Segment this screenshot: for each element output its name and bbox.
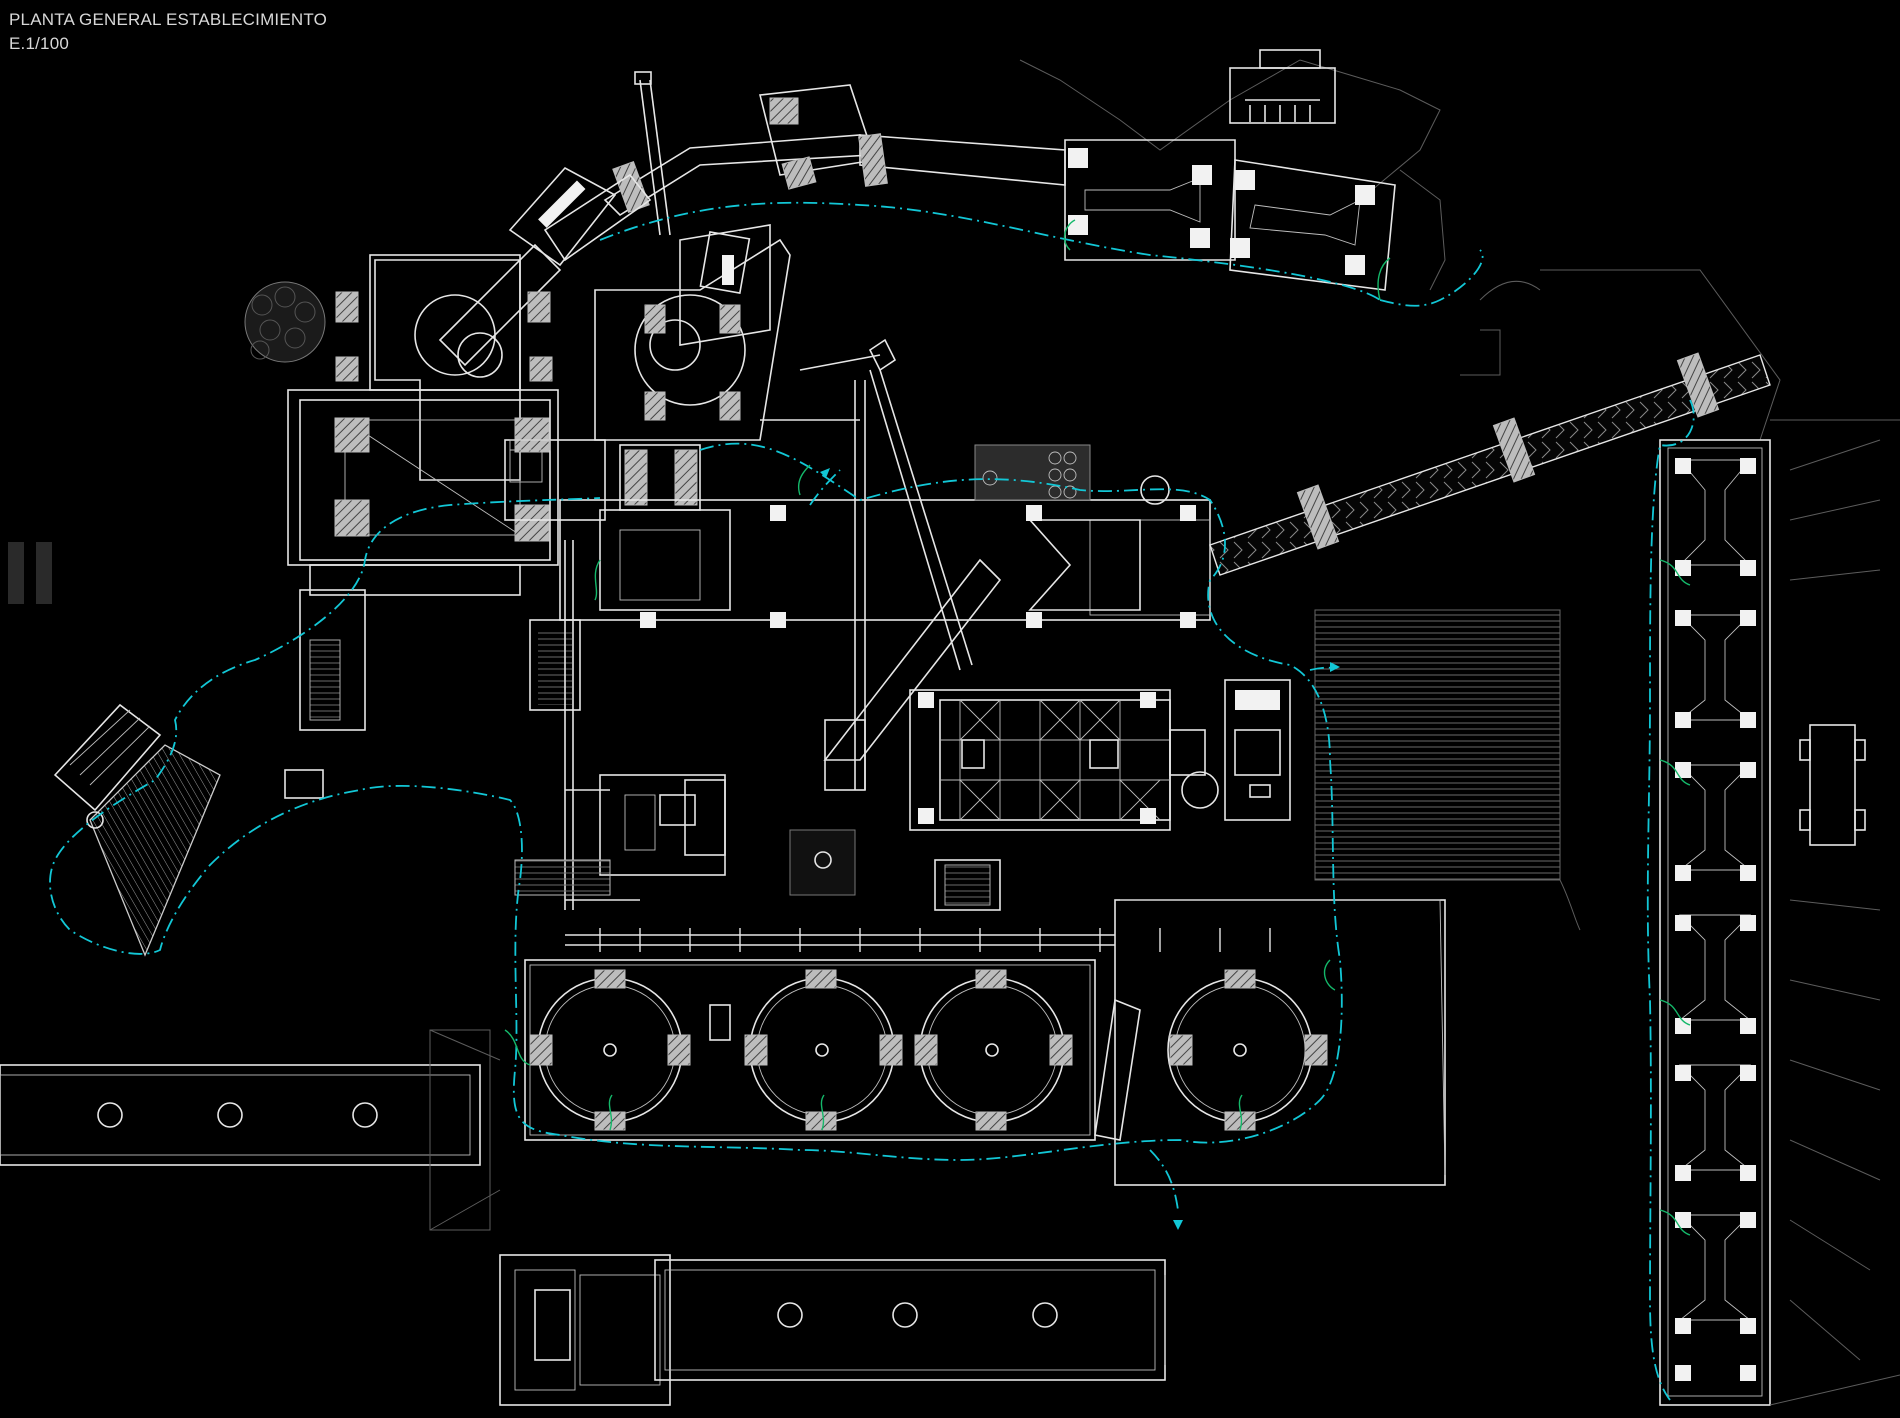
edge-marker xyxy=(8,542,52,604)
pipe-fittings xyxy=(599,928,1271,952)
right-gallery xyxy=(1659,439,1771,1406)
fermenter-grid xyxy=(909,689,1171,831)
inclined-conveyor xyxy=(1209,352,1771,576)
drainage-network xyxy=(49,201,1695,1401)
flow-arrow-icon xyxy=(820,468,1340,1230)
top-conveyor-line xyxy=(603,84,1396,291)
tank-hall xyxy=(524,899,1446,1186)
pipe-columns xyxy=(564,338,1002,910)
right-terrain xyxy=(1769,419,1900,1406)
gravel-cluster xyxy=(244,281,326,363)
deck-area xyxy=(1314,609,1581,931)
truck-top xyxy=(1229,49,1336,124)
drawing-scale: E.1/100 xyxy=(9,34,70,53)
title-block: PLANTA GENERAL ESTABLECIMIENTO E.1/100 xyxy=(9,8,327,56)
crusher-area xyxy=(504,224,791,521)
tanker-bottom xyxy=(499,1254,1166,1406)
tanker-left xyxy=(0,1029,501,1231)
center-equipment xyxy=(514,774,1001,911)
process-hall xyxy=(529,444,1211,711)
drawing-title: PLANTA GENERAL ESTABLECIMIENTO xyxy=(9,10,328,29)
truck-right xyxy=(1799,724,1866,846)
unloading-ramp xyxy=(53,703,324,957)
press-unit xyxy=(1169,679,1291,821)
reception-hopper xyxy=(335,71,671,481)
main-building-left xyxy=(287,389,559,731)
